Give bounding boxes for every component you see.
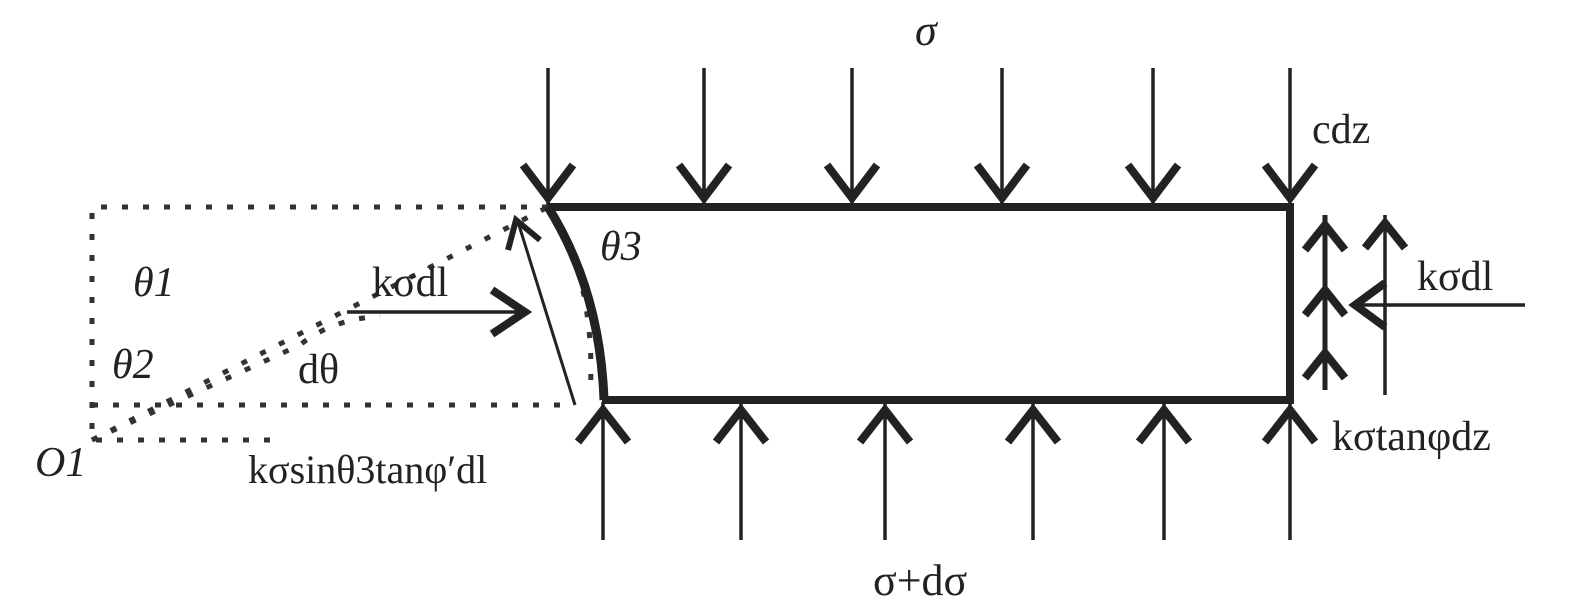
element-rectangle [548, 203, 1294, 404]
left-friction-head [505, 214, 542, 251]
top-load-arrows [519, 68, 1319, 205]
top-arrowhead-6 [1261, 162, 1319, 205]
right-shear-label: kσtanφdz [1332, 414, 1491, 460]
top-arrowhead-3 [823, 162, 881, 205]
bottom-arrowhead-4 [1004, 403, 1062, 445]
bottom-load-arrows [574, 402, 1319, 540]
top-load-label: σ [915, 6, 939, 55]
labels: σ σ+dσ cdz kσdl kσtanφdz kσdl kσsinθ3tan… [35, 6, 1493, 605]
dotted-inner-arc [569, 249, 594, 396]
top-arrowhead-1 [519, 162, 577, 205]
soil-element [544, 203, 1294, 404]
right-shear-head-4 [1361, 216, 1409, 251]
right-normal-head [1348, 279, 1388, 331]
construction-lines [89, 204, 594, 443]
left-normal-head [489, 286, 533, 338]
theta3-label: θ3 [600, 224, 642, 270]
cohesion-label: cdz [1312, 107, 1370, 153]
top-arrowhead-5 [1124, 162, 1182, 205]
dotted-frame [89, 204, 568, 443]
dtheta-label: dθ [298, 347, 339, 393]
right-shear-head-1 [1301, 218, 1349, 253]
right-normal-label: kσdl [1417, 254, 1493, 300]
origin-label: O1 [35, 440, 86, 486]
left-friction-shaft [516, 221, 577, 406]
left-shear-label: kσsinθ3tanφ′dl [248, 447, 487, 492]
bottom-arrowhead-1 [574, 403, 632, 445]
top-arrowhead-2 [675, 162, 733, 205]
bottom-arrowhead-3 [856, 403, 914, 445]
bottom-arrowhead-6 [1261, 403, 1319, 445]
dotted-radius-1 [90, 204, 550, 443]
top-arrowhead-4 [973, 162, 1031, 205]
bottom-arrowhead-5 [1135, 403, 1193, 445]
right-shear-head-3 [1301, 346, 1349, 381]
curved-sliding-surface [544, 204, 609, 401]
left-normal-arrow [347, 286, 533, 338]
theta1-label: θ1 [133, 260, 175, 306]
right-shear-head-2 [1301, 283, 1349, 318]
left-normal-label: kσdl [372, 260, 448, 306]
theta2-label: θ2 [112, 342, 154, 388]
bottom-load-label: σ+dσ [873, 556, 968, 605]
bottom-arrowhead-2 [712, 403, 770, 445]
left-friction-arrow [505, 214, 577, 406]
right-normal-arrow [1348, 279, 1525, 331]
